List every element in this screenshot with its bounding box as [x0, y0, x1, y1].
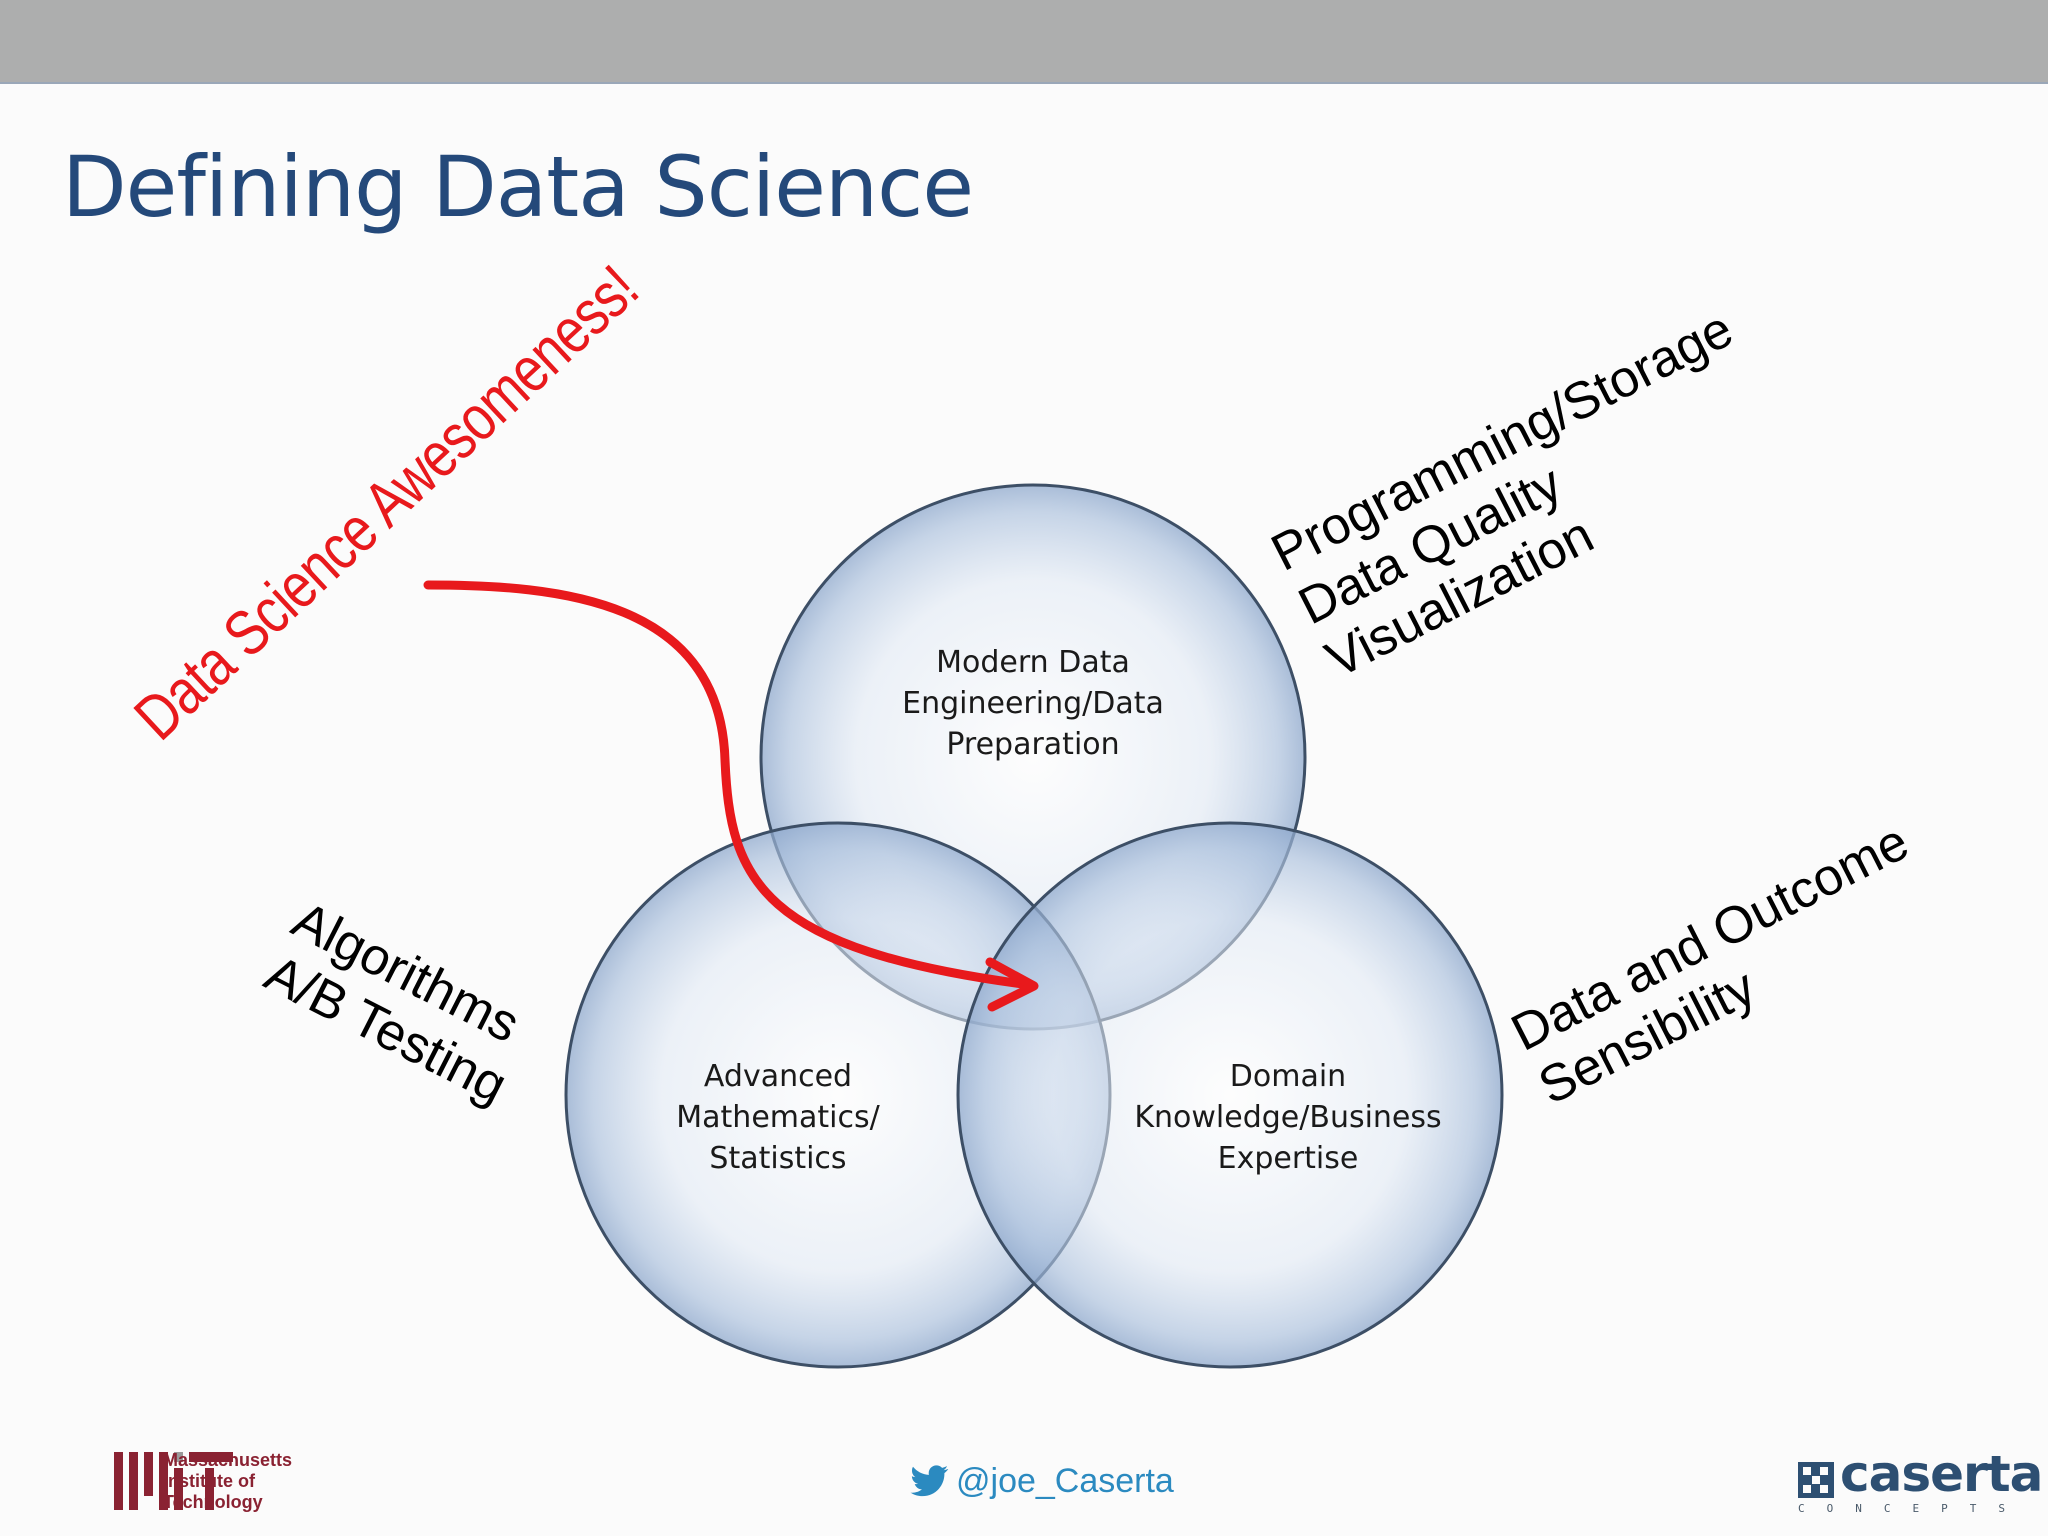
arrow-head-icon [985, 957, 1039, 1012]
mit-wordmark: Massachusetts Institute of Technology [163, 1450, 293, 1512]
slide-title: Defining Data Science [62, 138, 974, 236]
twitter-handle: @joe_Caserta [910, 1462, 1174, 1501]
caserta-wordmark: caserta [1840, 1445, 2043, 1503]
caserta-logo-icon [1798, 1462, 1834, 1498]
caserta-tagline: CONCEPTS [1798, 1502, 2027, 1515]
label-engineering: Modern Data Engineering/Data Preparation [902, 645, 1164, 762]
label-domain: Domain Knowledge/Business Expertise [1134, 1059, 1442, 1176]
venn-circle-domain [956, 821, 1504, 1369]
mit-logo [114, 1452, 233, 1510]
awesomeness-arrow [423, 580, 1035, 990]
top-banner [0, 0, 2048, 84]
twitter-bird-icon [910, 1464, 949, 1496]
twitter-handle-text: @joe_Caserta [956, 1462, 1174, 1500]
label-mathematics: Advanced Mathematics/ Statistics [676, 1059, 880, 1176]
